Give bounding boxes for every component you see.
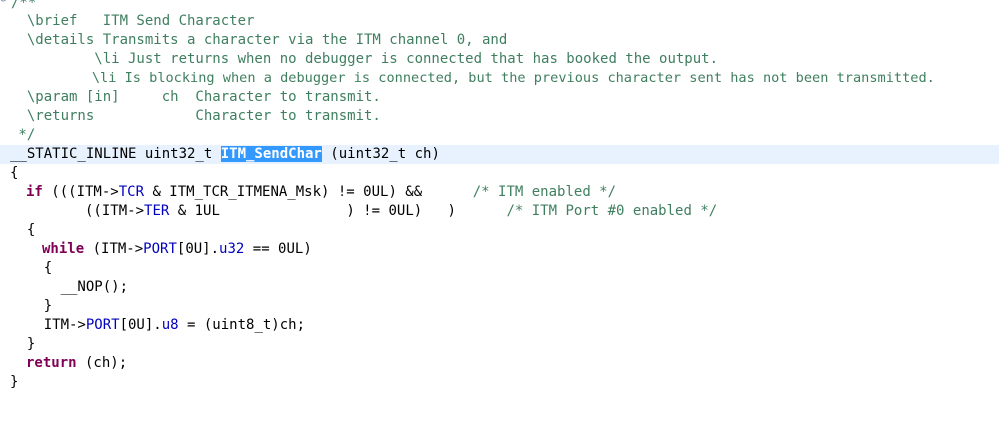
code-line-12[interactable]: ((ITM->TER & 1UL ) != 0UL) ) /* ITM Port… xyxy=(0,202,999,221)
code-text: } xyxy=(10,374,19,390)
code-line-11[interactable]: if (((ITM->TCR & ITM_TCR_ITMENA_Msk) != … xyxy=(0,183,999,202)
code-line-15[interactable]: { xyxy=(0,259,999,278)
selected-function-name[interactable]: ITM_SendChar xyxy=(220,146,322,162)
comment-text: \li Just returns when no debugger is con… xyxy=(10,51,719,67)
comment-text: \returns Character to transmit. xyxy=(10,108,381,124)
code-line-6[interactable]: \param [in] ch Character to transmit. xyxy=(0,88,999,107)
code-text: { xyxy=(10,222,36,238)
code-text: } xyxy=(10,298,53,314)
code-text: while (ITM->PORT[0U].u32 == 0UL) xyxy=(42,241,312,257)
code-text: } xyxy=(10,336,36,352)
code-line-1[interactable]: /** xyxy=(0,0,999,13)
code-line-20[interactable]: return (ch); xyxy=(0,354,999,373)
code-line-21[interactable]: } xyxy=(0,373,999,392)
code-line-3[interactable]: \details Transmits a character via the I… xyxy=(0,31,999,50)
comment-text: \details Transmits a character via the I… xyxy=(10,32,508,48)
code-line-5[interactable]: \li Is blocking when a debugger is conne… xyxy=(0,69,999,88)
code-line-18[interactable]: ITM->PORT[0U].u8 = (uint8_t)ch; xyxy=(0,316,999,335)
code-text: ((ITM->TER & 1UL ) != 0UL) ) /* ITM Port… xyxy=(26,203,718,219)
comment-text: /** xyxy=(11,0,37,11)
code-text: if (((ITM->TCR & ITM_TCR_ITMENA_Msk) != … xyxy=(26,184,617,200)
code-line-14[interactable]: while (ITM->PORT[0U].u32 == 0UL) xyxy=(0,240,999,259)
comment-text: \param [in] ch Character to transmit. xyxy=(10,89,381,105)
code-text: ITM->PORT[0U].u8 = (uint8_t)ch; xyxy=(10,317,306,333)
code-line-2[interactable]: \brief ITM Send Character xyxy=(0,12,999,31)
code-line-9-current[interactable]: __STATIC_INLINE uint32_t ITM_SendChar (u… xyxy=(0,145,999,164)
code-line-16[interactable]: __NOP(); xyxy=(0,278,999,297)
comment-text: \li Is blocking when a debugger is conne… xyxy=(10,70,935,86)
code-text: { xyxy=(10,260,53,276)
comment-text: \brief ITM Send Character xyxy=(10,13,255,29)
code-line-19[interactable]: } xyxy=(0,335,999,354)
code-line-10[interactable]: { xyxy=(0,164,999,183)
code-line-8[interactable]: */ xyxy=(0,126,999,145)
comment-text: */ xyxy=(10,127,36,143)
code-text: return (ch); xyxy=(26,355,128,371)
code-line-7[interactable]: \returns Character to transmit. xyxy=(0,107,999,126)
fold-collapse-icon[interactable]: ⊖ xyxy=(0,0,10,4)
code-line-4[interactable]: \li Just returns when no debugger is con… xyxy=(0,50,999,69)
code-line-17[interactable]: } xyxy=(0,297,999,316)
function-signature: __STATIC_INLINE uint32_t ITM_SendChar (u… xyxy=(10,146,440,162)
code-line-13[interactable]: { xyxy=(0,221,999,240)
code-text: { xyxy=(10,165,19,181)
code-text: __NOP(); xyxy=(10,279,129,295)
